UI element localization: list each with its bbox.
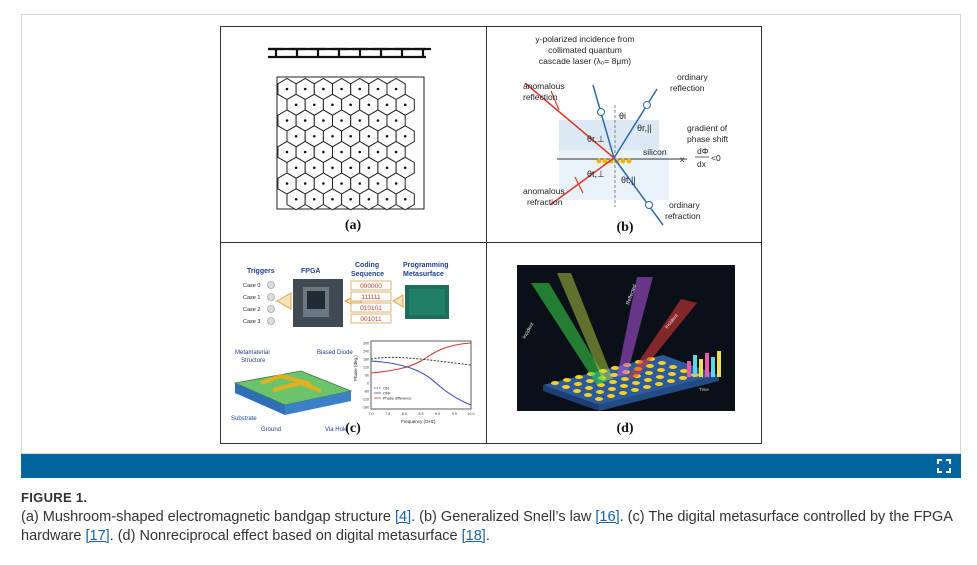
time-label: Time <box>699 387 709 392</box>
ref-link-17[interactable]: [17] <box>85 528 110 544</box>
x-tick: 10.0 <box>468 412 475 416</box>
case-label: Case 3 <box>243 319 260 325</box>
panel-d: Incident Incident Reflected Time (d) <box>487 243 761 443</box>
anomalous-refraction-2: refraction <box>527 197 563 207</box>
x-tick: 7.5 <box>385 412 390 416</box>
legend-entry: ON <box>383 387 389 391</box>
case-label: Case 0 <box>243 283 260 289</box>
biased-diode-label: Biased Diode <box>317 350 353 356</box>
theta-t-par: θt,|| <box>621 175 636 185</box>
phase-ylabel: Phase (deg.) <box>353 355 358 381</box>
x-axis-label: x <box>680 154 685 164</box>
coding-label-2: Sequence <box>351 271 384 278</box>
triggers-label: Triggers <box>247 268 275 275</box>
theta-i: θi <box>619 111 626 121</box>
theta-t-perp: θt,⊥ <box>587 169 605 179</box>
panel-b: y-polarized incidence from collimated qu… <box>487 27 761 243</box>
y-tick: 0 <box>367 382 369 386</box>
hexagonal-grid <box>276 76 425 211</box>
x-tick: 8.5 <box>419 412 424 416</box>
y-tick: -180 <box>362 406 369 410</box>
panel-c-label: (c) <box>345 421 361 436</box>
ref-link-16[interactable]: [16] <box>595 509 620 525</box>
trigger-cases: Case 0 Case 1 Case 2 Case 3 <box>243 281 275 325</box>
y-tick: 180 <box>363 358 369 362</box>
programming-label-1: Programming <box>403 262 449 269</box>
meta-structure-2: Structure <box>241 358 266 364</box>
via-hole-label: Via Hole <box>325 427 348 433</box>
incidence-text-2: collimated quantum <box>548 45 622 55</box>
phase-plot: 300 240 180 120 60 0 -60 -120 -180 7.0 7.5 8.0 8.5 9… <box>353 340 475 424</box>
caption-part-5: . <box>485 528 490 544</box>
figure-toolbar <box>21 454 961 478</box>
ref-link-4[interactable]: [4] <box>394 509 412 525</box>
caption-part-4: . (d) Nonreciprocal effect based on digi… <box>109 528 462 544</box>
substrate-label: Substrate <box>231 416 257 422</box>
anomalous-refraction-1: anomalous <box>523 186 565 196</box>
code-sequence: 001011 <box>360 316 382 323</box>
gradient-text-1: gradient of <box>687 123 728 133</box>
panel-d-label: (d) <box>616 421 634 436</box>
y-tick: -60 <box>364 390 369 394</box>
ref-link-18[interactable]: [18] <box>461 528 486 544</box>
y-tick: 240 <box>363 350 369 354</box>
y-tick: 300 <box>363 342 369 346</box>
programming-label-2: Metasurface <box>403 271 444 278</box>
y-tick: 120 <box>363 366 369 370</box>
x-tick: 7.0 <box>369 412 374 416</box>
theta-r-perp: θr,⊥ <box>587 134 605 144</box>
legend-entry: Phase difference <box>383 397 411 401</box>
coding-sequences: 000000 111111 010101 001011 <box>350 280 392 324</box>
x-tick: 9.0 <box>435 412 440 416</box>
y-tick: -120 <box>362 398 369 402</box>
case-label: Case 2 <box>243 307 260 313</box>
gradient-text-2: phase shift <box>687 134 729 144</box>
gradient-den: dx <box>697 159 707 169</box>
nonreciprocal-metasurface-diagram: Incident Incident Reflected Time <box>517 265 735 411</box>
caption-part-2: . (b) Generalized Snell’s law <box>411 509 596 525</box>
figure-frame: (a) <box>21 14 961 454</box>
x-tick: 8.0 <box>402 412 407 416</box>
figure-caption-text: (a) Mushroom-shaped electromagnetic band… <box>21 508 961 546</box>
expand-icon[interactable] <box>937 459 951 473</box>
gradient-cmp: <0 <box>711 153 721 163</box>
panel-b-label: (b) <box>616 220 634 235</box>
fpga-label: FPGA <box>301 268 320 275</box>
caption-part-1: (a) Mushroom-shaped electromagnetic band… <box>21 509 395 525</box>
ground-label: Ground <box>261 427 281 433</box>
anomalous-reflection-1: anomalous <box>523 81 565 91</box>
panel-a-label: (a) <box>344 218 362 233</box>
code-sequence: 000000 <box>360 283 382 290</box>
legend-entry: OFF <box>383 392 391 396</box>
snell-law-diagram: y-polarized incidence from collimated qu… <box>523 34 729 226</box>
figure-caption-title: FIGURE 1. <box>21 490 88 505</box>
theta-r-par: θr,|| <box>637 123 652 133</box>
caption-part-3: . (c) The digital metasurface controlled… <box>21 509 953 544</box>
mushroom-side-view <box>268 47 431 59</box>
ordinary-reflection-1: ordinary <box>677 72 708 82</box>
code-sequence: 010101 <box>360 305 382 312</box>
ordinary-reflection-2: reflection <box>670 83 705 93</box>
figure-image[interactable]: (a) <box>220 26 762 444</box>
panel-a: (a) <box>221 27 487 243</box>
phase-xlabel: Frequency (GHz) <box>401 419 436 424</box>
incidence-text-3: cascade laser (λ₀= 8μm) <box>539 56 631 66</box>
meta-structure-1: Metamaterial <box>235 350 270 356</box>
gradient-num: dΦ <box>697 146 709 156</box>
x-tick: 9.5 <box>452 412 457 416</box>
anomalous-reflection-2: reflection <box>523 92 558 102</box>
y-tick: 60 <box>365 374 369 378</box>
case-label: Case 1 <box>243 295 260 301</box>
panel-c: Triggers FPGA Coding Sequence Programmin… <box>221 243 487 443</box>
ordinary-refraction-2: refraction <box>665 211 701 221</box>
fpga-metasurface-diagram: Triggers FPGA Coding Sequence Programmin… <box>231 262 475 433</box>
coding-label-1: Coding <box>355 262 379 269</box>
mushroom-ebg-diagram <box>268 47 431 211</box>
silicon-label: silicon <box>643 147 667 157</box>
time-bars <box>687 351 721 377</box>
code-sequence: 111111 <box>361 294 381 301</box>
incidence-text-1: y-polarized incidence from <box>535 34 634 44</box>
ordinary-refraction-1: ordinary <box>669 200 700 210</box>
